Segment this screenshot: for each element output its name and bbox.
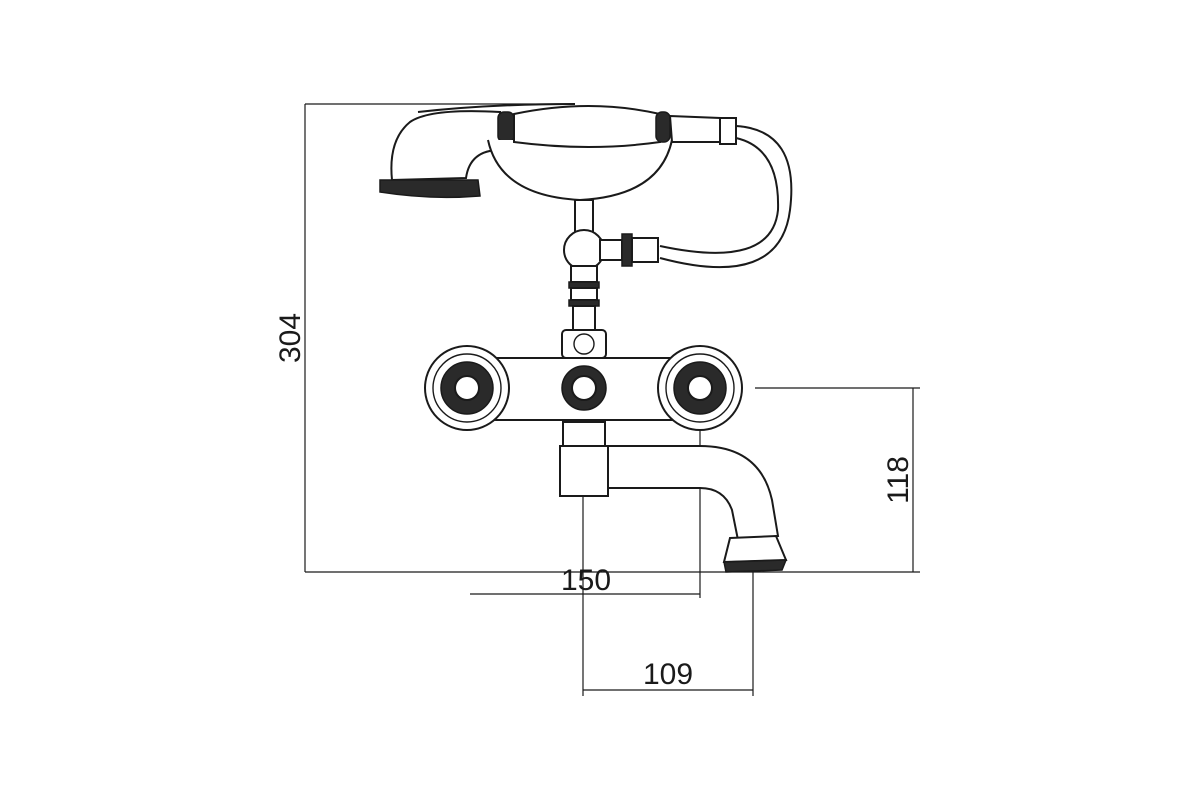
dimension-label-304: 304	[274, 313, 307, 363]
dimension-label-150: 150	[561, 564, 611, 597]
riser-pipe	[561, 199, 659, 359]
dimension-label-118: 118	[882, 456, 915, 504]
mixer-body	[489, 357, 679, 421]
dimension-labels: 304 118 150 109	[274, 313, 915, 691]
dimension-lines	[304, 103, 920, 696]
left-handle	[424, 345, 510, 431]
hand-shower	[379, 103, 793, 269]
spout	[559, 421, 788, 573]
right-handle	[657, 345, 743, 431]
dimension-label-109: 109	[643, 658, 693, 691]
